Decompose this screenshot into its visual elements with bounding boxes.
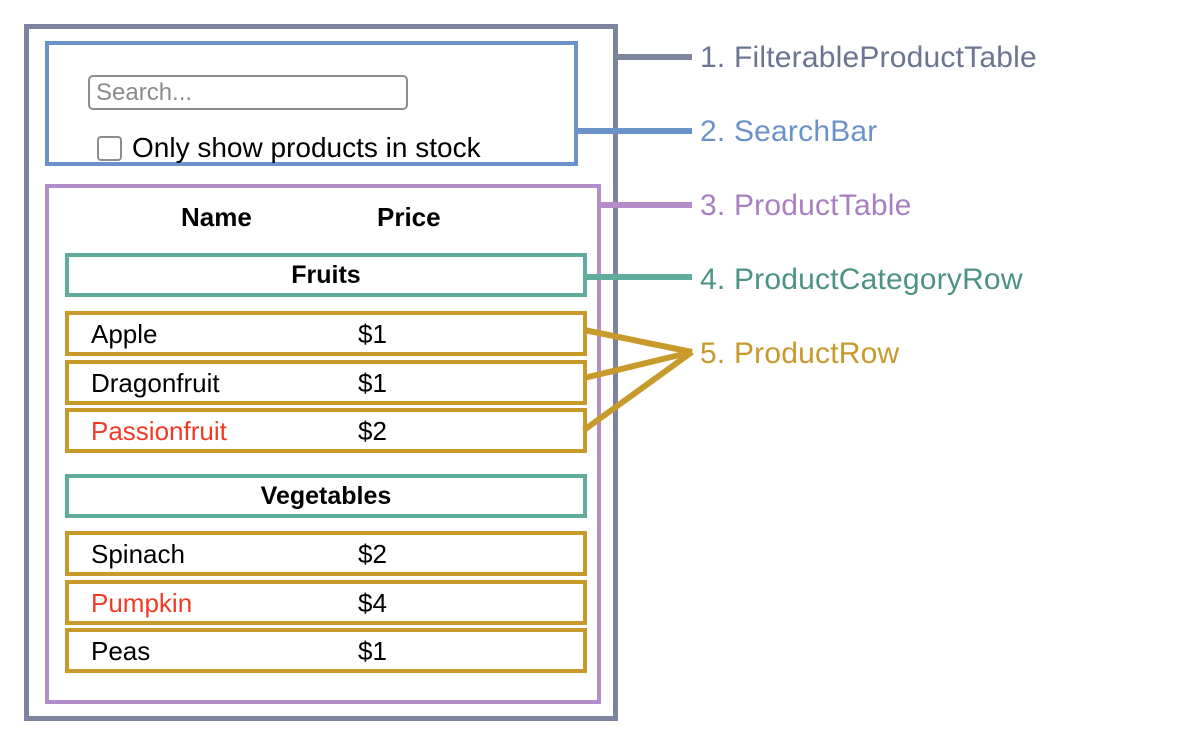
product-category-label: Vegetables xyxy=(260,482,392,510)
product-row: Passionfruit $2 xyxy=(65,408,587,453)
product-price: $4 xyxy=(358,587,387,618)
product-name: Passionfruit xyxy=(91,415,227,446)
product-row: Pumpkin $4 xyxy=(65,580,587,625)
search-bar-boundary xyxy=(45,41,578,166)
product-row: Peas $1 xyxy=(65,628,587,673)
product-row: Dragonfruit $1 xyxy=(65,360,587,405)
product-category-row: Fruits xyxy=(65,253,587,297)
search-input[interactable] xyxy=(88,75,408,110)
column-header-price: Price xyxy=(377,202,441,232)
product-name: Peas xyxy=(91,635,151,666)
column-header-name: Name xyxy=(181,202,252,232)
product-name: Spinach xyxy=(91,538,185,569)
product-category-label: Fruits xyxy=(291,261,361,289)
in-stock-checkbox[interactable] xyxy=(97,136,122,161)
legend-item-product-table: 3. ProductTable xyxy=(700,189,912,222)
product-table-boundary xyxy=(45,184,601,704)
product-name: Apple xyxy=(91,318,158,349)
product-row: Spinach $2 xyxy=(65,531,587,576)
product-category-row: Vegetables xyxy=(65,474,587,518)
legend-item-filterable-product-table: 1. FilterableProductTable xyxy=(700,41,1037,74)
legend-item-product-row: 5. ProductRow xyxy=(700,337,900,370)
product-price: $1 xyxy=(358,635,387,666)
product-row: Apple $1 xyxy=(65,311,587,356)
product-name: Pumpkin xyxy=(91,587,193,618)
product-price: $2 xyxy=(358,415,387,446)
product-price: $2 xyxy=(358,538,387,569)
legend-item-product-category-row: 4. ProductCategoryRow xyxy=(700,263,1023,296)
product-price: $1 xyxy=(358,318,387,349)
legend-item-search-bar: 2. SearchBar xyxy=(700,115,878,148)
product-name: Dragonfruit xyxy=(91,367,220,398)
product-price: $1 xyxy=(358,367,387,398)
in-stock-checkbox-label[interactable]: Only show products in stock xyxy=(132,132,481,163)
